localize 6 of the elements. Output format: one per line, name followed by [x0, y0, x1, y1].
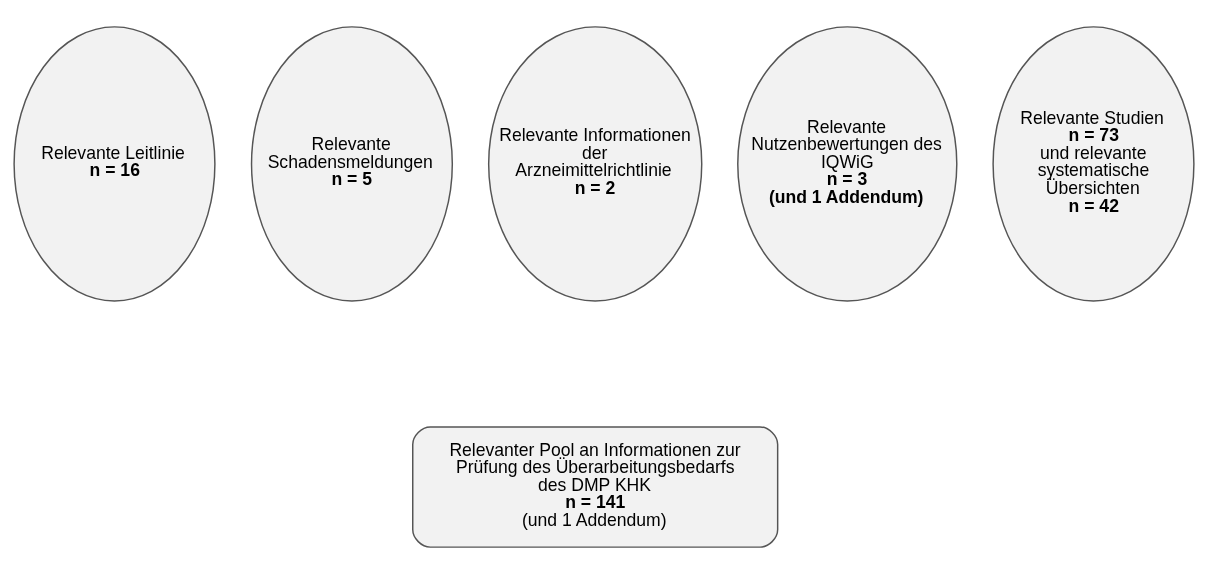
node-ellipse: Relevante Informationen der Arzneimittelrichtlinie n = 2	[487, 26, 703, 302]
node-ellipse: Relevante Schadensmeldungen n = 5	[250, 26, 454, 302]
node-box: Relevanter Pool an Informationen zur Prüfung des Überarbeitungsbedarfs des DMP KHK n = 141 (und 1 Addendum)	[412, 426, 779, 548]
node-ellipse: Relevante Nutzenbewertungen des IQWiG n = 3 (und 1 Addendum)	[737, 26, 958, 302]
node-ellipse: Relevante Leitlinie n = 16	[13, 26, 216, 302]
node-ellipse: Relevante Studien n = 73 und relevante systematische Übersichten n = 42	[992, 26, 1195, 302]
